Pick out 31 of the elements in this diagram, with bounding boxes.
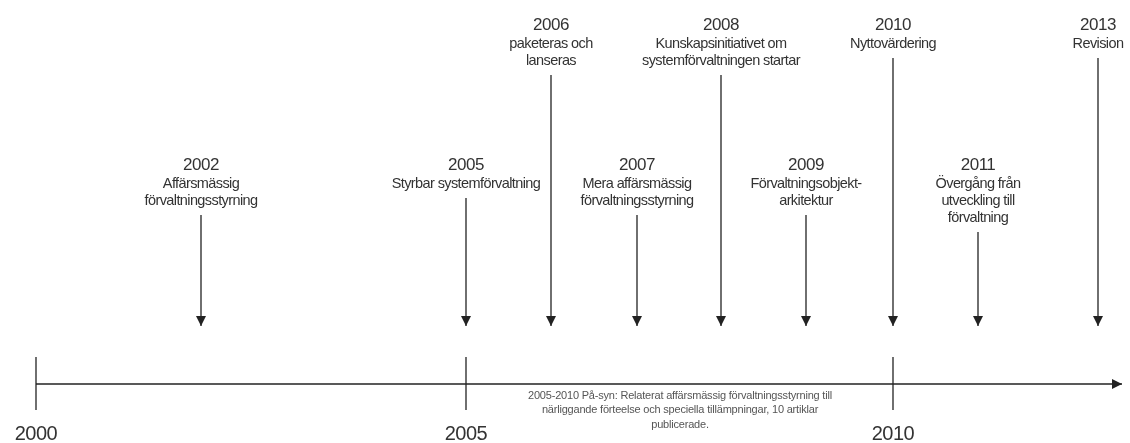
event-description: Styrbar systemförvaltning: [391, 175, 541, 192]
year-label: 2010: [870, 421, 916, 443]
event-year: 2008: [702, 15, 740, 35]
event-description: Mera affärsmässig förvaltningsstyrning: [579, 175, 695, 209]
arrow: [801, 214, 811, 327]
year-label: 2000: [13, 421, 59, 443]
arrow: [196, 214, 206, 327]
event-year: 2009: [787, 155, 825, 175]
event-description: Nyttovärdering: [849, 35, 937, 52]
event-year: 2002: [182, 155, 220, 175]
arrow: [546, 74, 556, 327]
event-year: 2006: [532, 15, 570, 35]
arrow: [632, 214, 642, 327]
arrow: [973, 231, 983, 327]
event-year: 2010: [874, 15, 912, 35]
event-description: paketeras och lanseras: [508, 35, 594, 69]
arrow: [1093, 57, 1103, 327]
event-description: Övergång från utveckling till förvaltning: [934, 175, 1022, 226]
arrow: [888, 57, 898, 327]
event-description: Affärsmässig förvaltningsstyrning: [143, 175, 259, 209]
timeline-note: 2005-2010 På-syn: Relaterat affärsmässig förvaltningsstyrning till närliggande förteelse och speciella tillämpningar, 10 artiklar publicerade.: [527, 388, 833, 431]
event-year: 2007: [618, 155, 656, 175]
event-description: Kunskapsinitiativet om systemförvaltningen startar: [641, 35, 802, 69]
arrow: [716, 74, 726, 327]
event-description: Revision: [1071, 35, 1125, 52]
event-year: 2013: [1079, 15, 1117, 35]
arrow: [461, 197, 471, 327]
event-description: Förvaltningsobjekt-arkitektur: [749, 175, 863, 209]
year-label: 2005: [443, 421, 489, 443]
event-year: 2005: [447, 155, 485, 175]
event-year: 2011: [959, 155, 997, 175]
